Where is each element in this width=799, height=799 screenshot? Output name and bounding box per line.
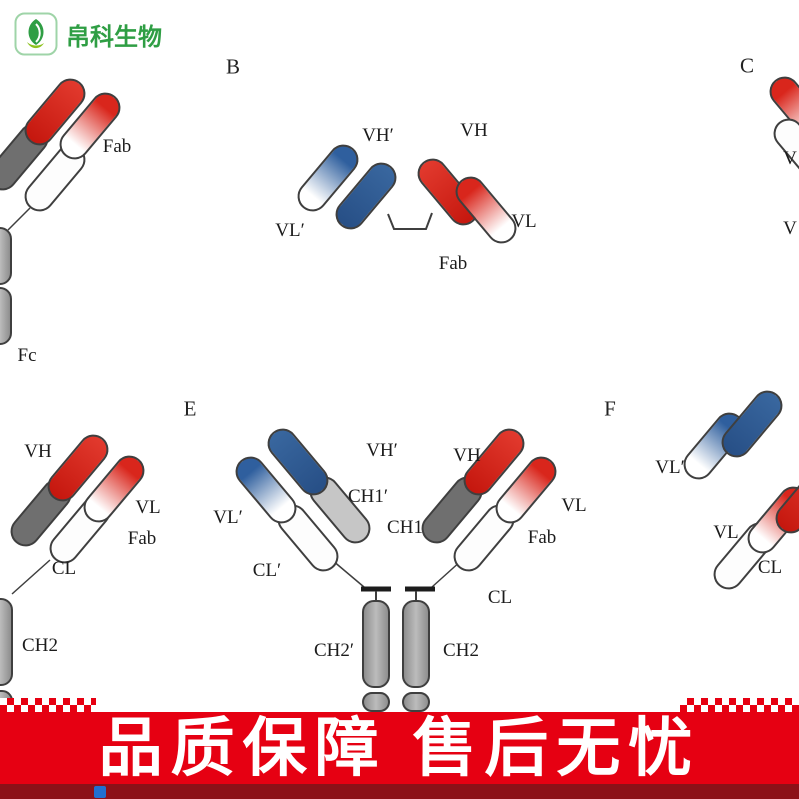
panel-letter: C	[739, 53, 755, 78]
cl-label: CL	[51, 558, 77, 579]
ch1-label: CH1	[387, 517, 423, 538]
vl-label: VL	[511, 211, 537, 232]
vl-prime-label: VL′	[213, 507, 243, 528]
vl-prime-label: VL′	[275, 220, 305, 241]
promo-banner: 品质保障 售后无忧	[0, 712, 799, 784]
cl-prime-label: CL′	[252, 560, 282, 581]
halftone-pattern-right	[680, 698, 799, 712]
vl-label: VL	[561, 495, 587, 516]
fab-label: Fab	[527, 527, 557, 548]
panel-letter: E	[183, 396, 197, 421]
footer-bar-icon	[94, 786, 106, 798]
ch3-domain-partial	[402, 692, 430, 712]
fc-label: Fc	[17, 345, 37, 366]
vh-prime-label: VH′	[362, 125, 394, 146]
panel-letter: F	[604, 396, 616, 421]
footer-bar	[0, 784, 799, 799]
halftone-pattern-left	[0, 698, 96, 712]
fc-domain-lower	[0, 287, 12, 345]
vl-prime-label: VL′	[655, 457, 685, 478]
ch2-prime-domain-shape	[362, 600, 390, 688]
promo-banner-text: 品质保障 售后无忧	[98, 712, 701, 784]
vh-label: VH	[24, 441, 52, 462]
cl-label: CL	[487, 587, 513, 608]
ch2-prime-label: CH2′	[313, 640, 355, 661]
ch2-domain-shape	[0, 598, 13, 686]
vh-label: VH	[453, 445, 481, 466]
ch1-prime-label: CH1′	[347, 486, 389, 507]
ch2-domain-shape	[402, 600, 430, 688]
fab-label: Fab	[102, 136, 132, 157]
fc-domain-upper	[0, 227, 12, 285]
v-label-top: V	[783, 148, 797, 169]
vl-label: VL	[713, 522, 739, 543]
leaf-logo-icon	[14, 12, 58, 56]
fab-label: Fab	[127, 528, 157, 549]
vh-label: VH	[460, 120, 488, 141]
ch2-label: CH2	[22, 635, 58, 656]
vl-label: VL	[135, 497, 161, 518]
v-label-bottom: V	[783, 218, 797, 239]
ch3-prime-domain-partial	[362, 692, 390, 712]
logo-text: 帛科生物	[66, 23, 162, 51]
ch2-label: CH2	[443, 640, 479, 661]
fab-label: Fab	[438, 253, 468, 274]
panel-letter: B	[225, 54, 241, 79]
vh-prime-label: VH′	[366, 440, 398, 461]
logo: 帛科生物	[14, 12, 162, 56]
cl-label: CL	[757, 557, 783, 578]
